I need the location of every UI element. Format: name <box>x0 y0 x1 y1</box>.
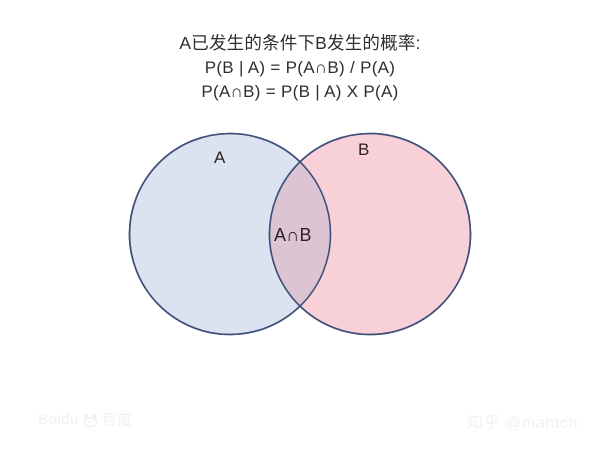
formula-joint-probability: P(A∩B) = P(B | A) X P(A) <box>201 82 399 101</box>
set-b-label: B <box>358 140 370 159</box>
page-title: A已发生的条件下B发生的概率: <box>179 33 421 53</box>
text-block: A已发生的条件下B发生的概率: P(B | A) = P(A∩B) / P(A)… <box>0 31 600 104</box>
zhihu-watermark: 知乎 @mantch <box>466 415 578 432</box>
baidu-bear-icon <box>82 413 99 427</box>
baidu-latin-text: Baidu <box>38 411 79 428</box>
set-a-label: A <box>214 148 226 167</box>
formula-conditional-probability: P(B | A) = P(A∩B) / P(A) <box>204 58 396 77</box>
intersection-label: A∩B <box>274 225 312 245</box>
circle-set-a-outline <box>128 132 332 336</box>
baidu-cn-text: 百度 <box>101 412 133 429</box>
circle-set-b-outline <box>268 132 472 336</box>
baidu-watermark: Baidu 百度 <box>38 409 133 430</box>
